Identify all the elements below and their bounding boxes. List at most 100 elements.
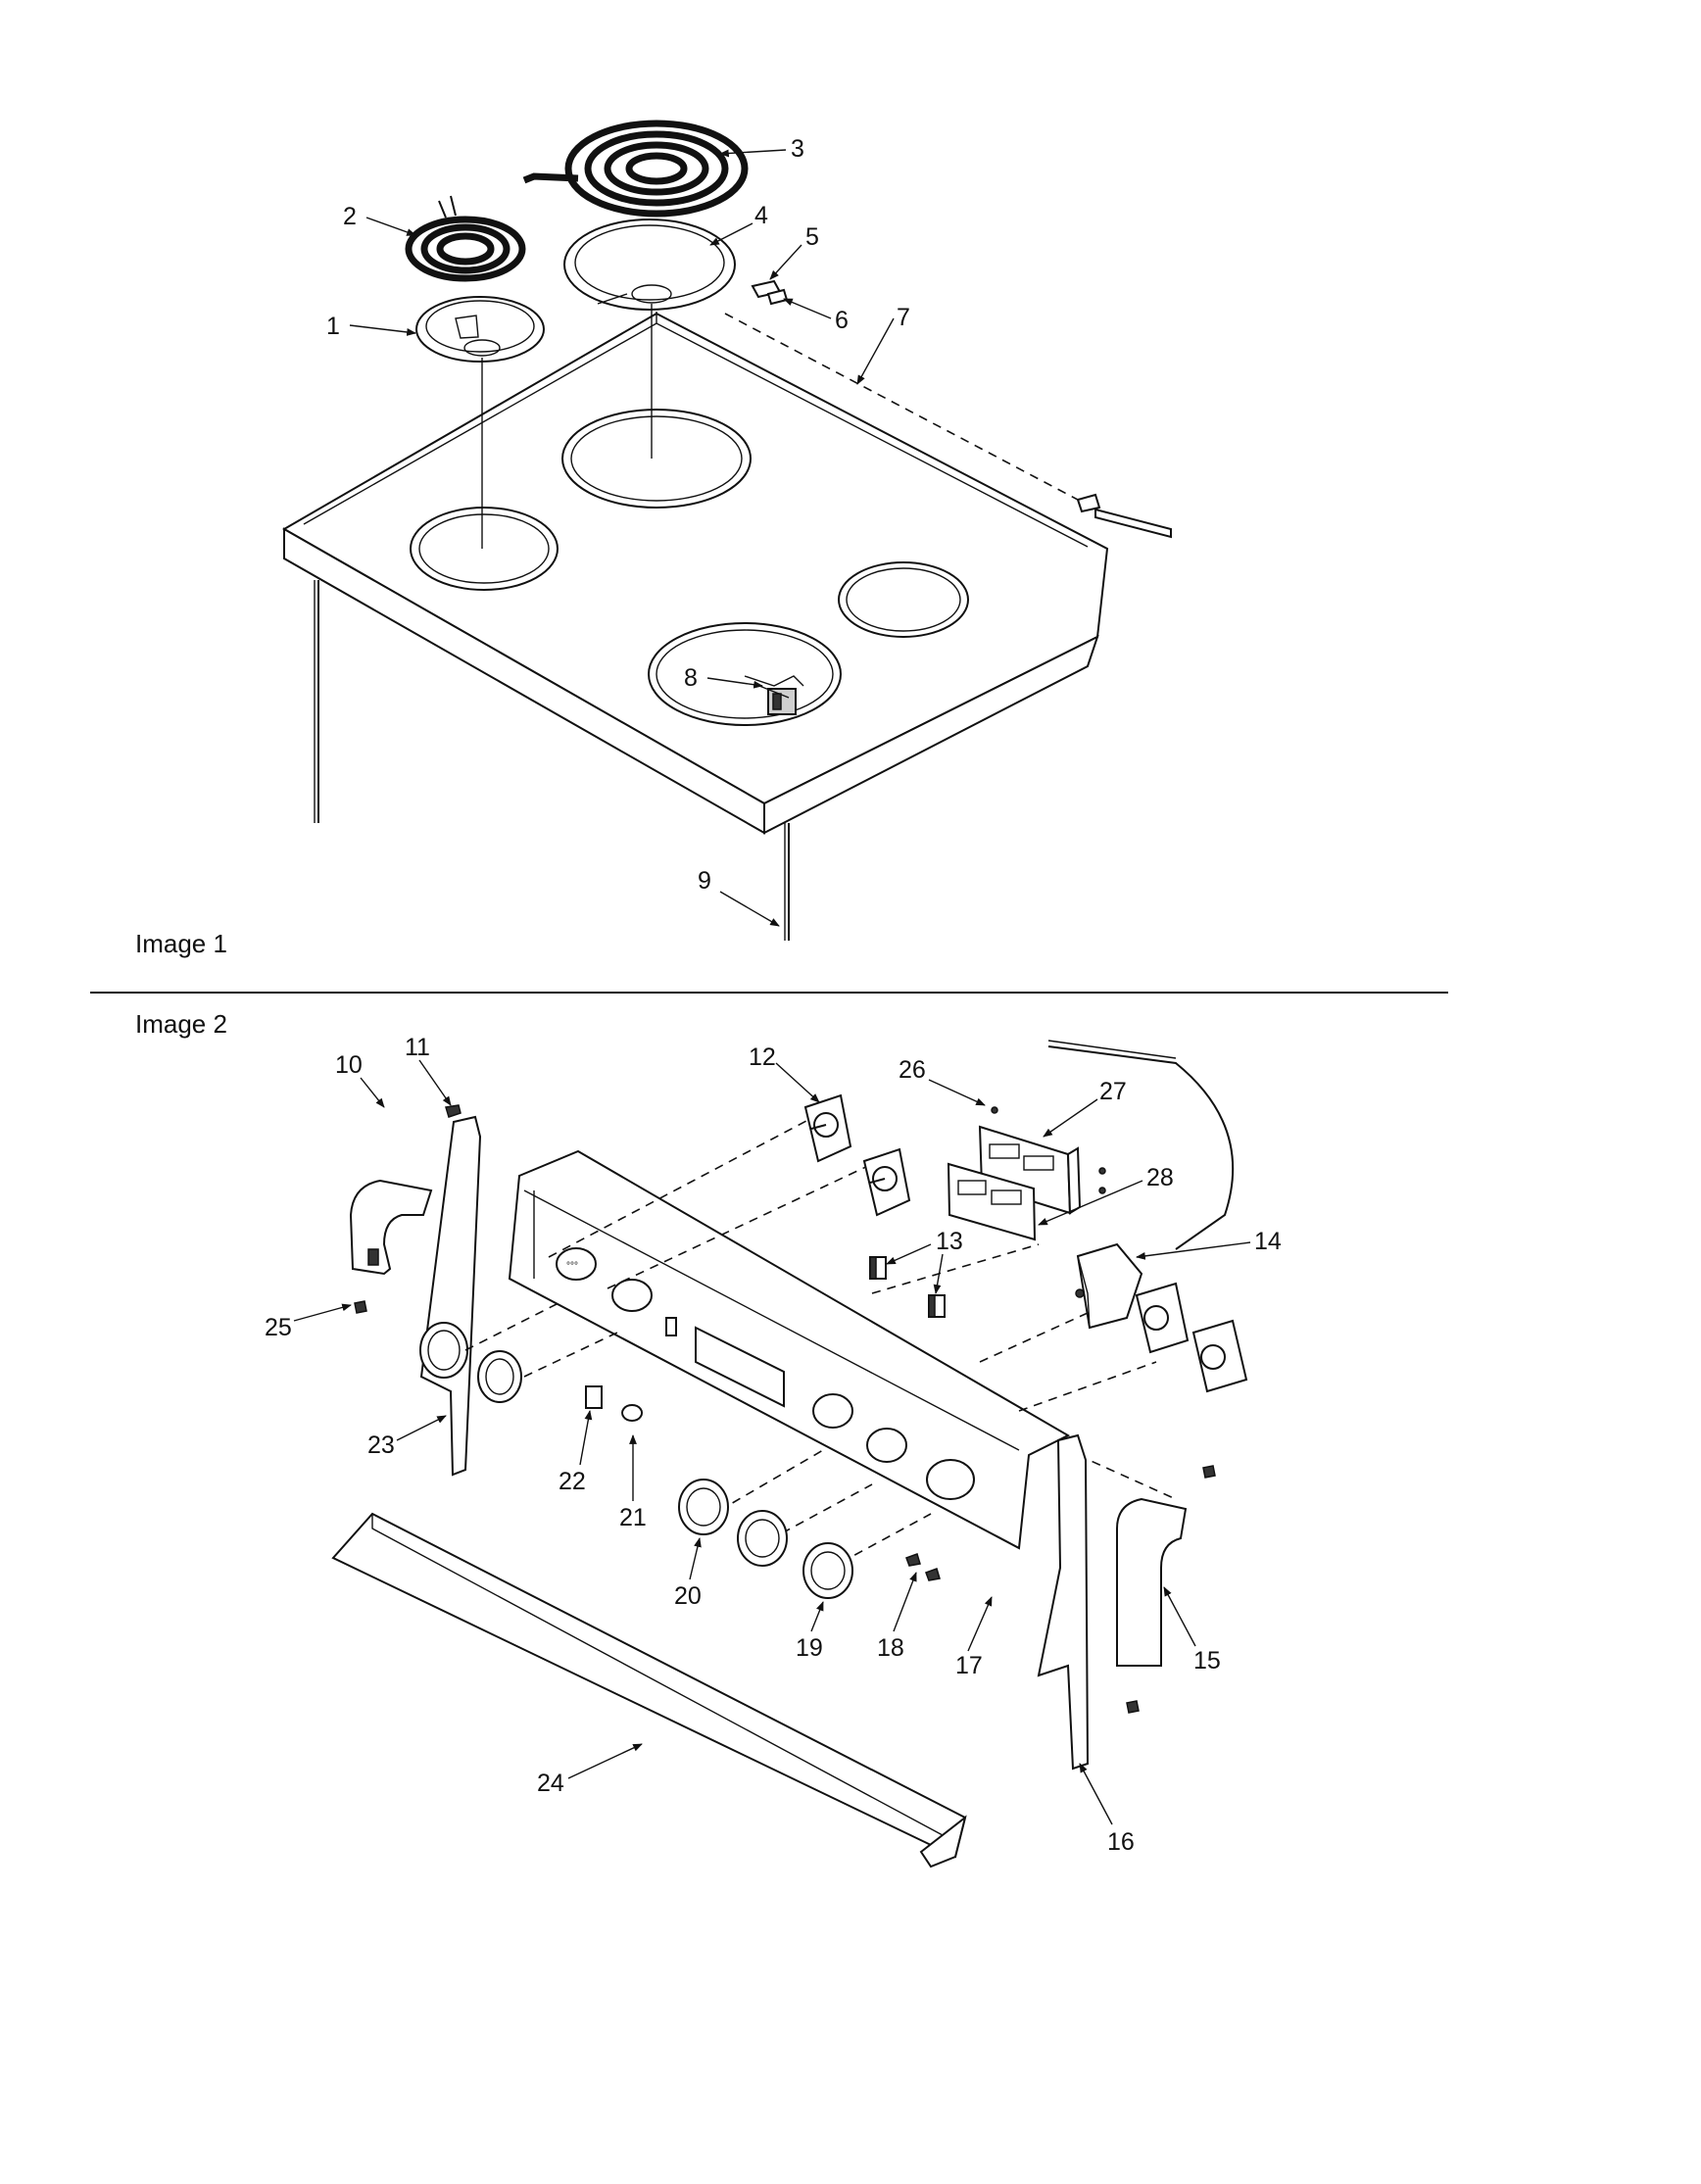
- svg-text:20: 20: [674, 1582, 702, 1610]
- burner-opening-right-front: [648, 622, 842, 726]
- surface-element-small: [405, 195, 526, 282]
- svg-text:2: 2: [343, 203, 357, 230]
- svg-text:18: 18: [877, 1634, 904, 1662]
- svg-text:10: 10: [335, 1051, 363, 1079]
- svg-text:26: 26: [899, 1056, 926, 1084]
- callout-7: 7: [856, 304, 910, 385]
- infinite-switch-1: [803, 1093, 852, 1163]
- svg-text:16: 16: [1107, 1828, 1135, 1856]
- svg-text:27: 27: [1099, 1078, 1127, 1105]
- svg-text:9: 9: [698, 867, 711, 895]
- callout-25: 25: [265, 1303, 352, 1341]
- control-panel-assembly: °°°: [265, 1034, 1282, 1869]
- svg-text:28: 28: [1146, 1164, 1174, 1191]
- end-cap-left: [349, 1179, 433, 1276]
- side-bracket-right: [1037, 1433, 1090, 1771]
- caption-image-2: Image 2: [135, 1009, 227, 1039]
- callout-24: 24: [537, 1743, 643, 1797]
- callout-16: 16: [1079, 1763, 1135, 1856]
- burner-opening-left-front: [410, 507, 559, 591]
- svg-text:15: 15: [1193, 1647, 1221, 1674]
- infinite-switch-2: [862, 1147, 911, 1217]
- surface-element-large: [522, 120, 749, 218]
- infinite-switch-4: [1191, 1319, 1248, 1393]
- callout-19: 19: [796, 1601, 824, 1662]
- callout-3: 3: [719, 135, 804, 163]
- control-knob-mid: [737, 1510, 788, 1567]
- burner-opening-right-rear: [838, 561, 969, 638]
- svg-text:4: 4: [754, 202, 768, 229]
- infinite-switch-3: [1135, 1282, 1190, 1354]
- svg-text:25: 25: [265, 1314, 292, 1341]
- svg-text:21: 21: [619, 1504, 647, 1531]
- callout-13: 13: [886, 1228, 963, 1294]
- callout-26: 26: [899, 1056, 986, 1106]
- svg-text:12: 12: [749, 1043, 776, 1071]
- svg-text:1: 1: [326, 313, 340, 340]
- svg-text:24: 24: [537, 1770, 564, 1797]
- control-knob-19: [802, 1542, 853, 1599]
- screw-11: [445, 1104, 462, 1118]
- svg-text:8: 8: [684, 664, 698, 692]
- svg-text:°°°: °°°: [566, 1261, 578, 1272]
- callout-5: 5: [769, 223, 819, 280]
- cooktop-panel: [281, 312, 1109, 805]
- callout-14: 14: [1136, 1228, 1282, 1260]
- clock-screw: [991, 1106, 998, 1114]
- callout-2: 2: [343, 203, 416, 236]
- callout-9: 9: [698, 867, 780, 927]
- screw-15a: [1202, 1465, 1216, 1479]
- callout-20: 20: [674, 1537, 702, 1610]
- callout-10: 10: [335, 1051, 385, 1108]
- screw-18a: [905, 1553, 921, 1567]
- callout-12: 12: [749, 1043, 820, 1103]
- hinge-bracket: [1076, 493, 1172, 539]
- oven-selector-switch: [1075, 1242, 1143, 1330]
- callout-11: 11: [405, 1034, 452, 1106]
- cooktop-assembly: 1 2 3 4 5 6 7 8: [281, 120, 1172, 941]
- callout-8: 8: [684, 664, 763, 692]
- screw-18b: [925, 1568, 941, 1581]
- svg-text:11: 11: [405, 1034, 430, 1061]
- svg-text:22: 22: [559, 1468, 586, 1495]
- clock-overlay: [947, 1162, 1037, 1241]
- end-cap-right: [1116, 1497, 1188, 1667]
- svg-text:3: 3: [791, 135, 804, 163]
- side-bracket-left: [419, 1115, 482, 1477]
- burner-opening-left-rear: [561, 409, 752, 509]
- callout-4: 4: [709, 202, 768, 246]
- svg-text:23: 23: [367, 1432, 395, 1459]
- svg-text:5: 5: [805, 223, 819, 251]
- drip-pan-small: [415, 296, 545, 363]
- svg-text:13: 13: [936, 1228, 963, 1255]
- rocker-switch-1: [869, 1256, 887, 1280]
- svg-text:6: 6: [835, 307, 849, 334]
- rocker-switch-2: [928, 1294, 946, 1318]
- callout-6: 6: [783, 298, 849, 334]
- knob-left-2: [477, 1350, 522, 1403]
- callout-18: 18: [877, 1572, 917, 1662]
- svg-text:17: 17: [955, 1652, 983, 1679]
- screw-25: [354, 1300, 367, 1314]
- callout-17: 17: [955, 1596, 993, 1679]
- svg-text:7: 7: [897, 304, 910, 331]
- callout-23: 23: [367, 1415, 447, 1459]
- callout-22: 22: [559, 1410, 593, 1495]
- indicator-lamp: [621, 1404, 644, 1422]
- callout-21: 21: [619, 1434, 647, 1531]
- screw-15b: [1126, 1700, 1140, 1714]
- callout-27: 27: [1043, 1078, 1127, 1138]
- element-receptacle: [751, 279, 789, 306]
- svg-text:14: 14: [1254, 1228, 1282, 1255]
- svg-text:19: 19: [796, 1634, 823, 1662]
- callout-28: 28: [1038, 1164, 1174, 1226]
- trim-strip: [331, 1512, 967, 1869]
- indicator-lamp-housing: [585, 1385, 603, 1409]
- caption-image-1: Image 1: [135, 929, 227, 958]
- callout-1: 1: [326, 313, 416, 340]
- wire-harness: [1047, 1045, 1235, 1250]
- callout-15: 15: [1163, 1586, 1221, 1674]
- control-knob-20: [678, 1479, 729, 1535]
- drip-pan-large: [563, 218, 736, 311]
